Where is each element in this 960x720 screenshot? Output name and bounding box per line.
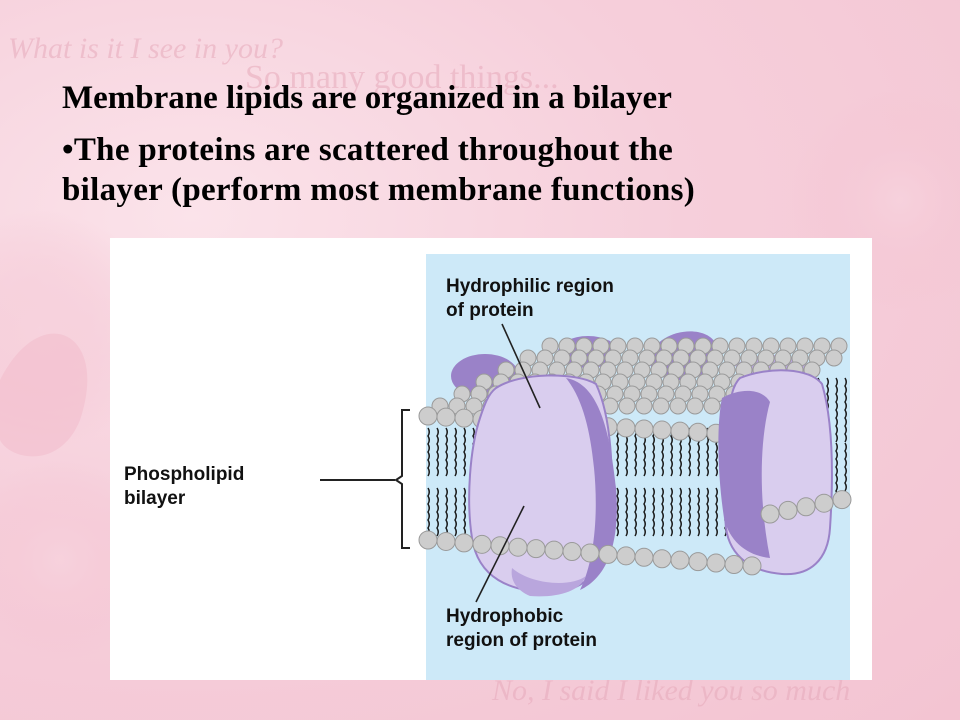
lipid-head <box>618 397 636 415</box>
lipid-head <box>544 540 564 560</box>
slide-text-block: Membrane lipids are organized in a bilay… <box>62 78 922 210</box>
lipid-head <box>436 531 456 551</box>
lipid-head <box>832 490 852 510</box>
lipid-tail <box>835 377 838 443</box>
lipid-head <box>616 418 636 438</box>
bilayer-bracket <box>394 409 410 549</box>
lipid-head <box>652 420 672 440</box>
lipid-tail <box>643 487 646 537</box>
lipid-head <box>703 397 721 415</box>
watermark-text-2: So many good things... <box>245 59 559 96</box>
lipid-head <box>454 533 474 553</box>
lipid-tail <box>652 487 655 537</box>
lipid-tail <box>670 427 673 477</box>
lipid-head <box>670 421 690 441</box>
lipid-head <box>670 550 690 570</box>
lipid-tail <box>436 427 439 477</box>
lipid-head <box>669 397 687 415</box>
lipid-tail <box>454 487 457 537</box>
lipid-heads-top-layer <box>418 337 848 444</box>
lipid-head <box>778 500 798 520</box>
lipid-heads-bottom-layer <box>418 490 852 576</box>
lipid-head <box>562 542 582 562</box>
lipid-tail <box>634 487 637 537</box>
lipid-head <box>652 397 670 415</box>
lipid-head <box>814 493 834 513</box>
lipid-tail <box>688 427 691 477</box>
lipid-head <box>508 537 528 557</box>
hydrophilic-label-line-1: Hydrophilic region <box>446 276 614 297</box>
lipid-tail <box>634 427 637 477</box>
lipid-tail <box>454 427 457 477</box>
lipid-head <box>526 539 546 559</box>
lipid-tail <box>706 487 709 537</box>
lipid-tail <box>661 487 664 537</box>
lipid-tail <box>679 487 682 537</box>
bullet-symbol: • <box>62 132 74 168</box>
lipid-tail <box>688 487 691 537</box>
lipid-tail <box>445 427 448 477</box>
lipid-tail <box>445 487 448 537</box>
lipid-head <box>634 547 654 567</box>
lipid-head <box>634 419 654 439</box>
lipid-tail <box>436 487 439 537</box>
lipid-head <box>598 544 618 564</box>
lipid-tail <box>427 487 430 537</box>
hydrophobic-label-line-2: region of protein <box>446 630 597 651</box>
bullet-item: •The proteins are scattered throughout t… <box>62 130 922 210</box>
lipid-tail <box>844 377 847 443</box>
membrane-figure: Hydrophilic region of protein Phospholip… <box>110 238 872 680</box>
lipid-head <box>652 549 672 569</box>
lipid-head <box>686 397 704 415</box>
lipid-head <box>580 543 600 563</box>
lipid-head <box>418 406 438 426</box>
hydrophilic-label-line-2: of protein <box>446 300 534 321</box>
lipid-tail <box>463 427 466 477</box>
lipid-tail <box>616 427 619 477</box>
slide-title: Membrane lipids are organized in a bilay… <box>62 80 672 116</box>
lipid-tail <box>625 487 628 537</box>
hydrophobic-pointer-line <box>475 505 525 603</box>
lipid-head <box>706 553 726 573</box>
lipid-head <box>760 504 780 524</box>
lipid-head <box>418 530 438 550</box>
lipid-head <box>465 397 483 415</box>
phospholipid-label-line-2: bilayer <box>124 488 186 509</box>
phospholipid-label-line-1: Phospholipid <box>124 464 244 485</box>
hydrophobic-label-line-1: Hydrophobic <box>446 606 564 627</box>
lipid-tail <box>616 487 619 537</box>
front-proteins <box>468 369 833 597</box>
bullet-text-line-2: bilayer (perform most membrane functions… <box>62 172 696 208</box>
bullet-text-line-1: The proteins are scattered throughout th… <box>73 132 674 168</box>
lipid-tail <box>670 487 673 537</box>
lipid-tail <box>715 487 718 537</box>
lipid-head <box>742 556 762 576</box>
membrane-diagram: Hydrophilic region of protein Phospholip… <box>124 254 852 680</box>
watermark-text-1: What is it I see in you? <box>8 32 283 65</box>
lipid-tail <box>652 427 655 477</box>
lipid-head <box>635 397 653 415</box>
lipid-tail <box>427 427 430 477</box>
lipid-head <box>490 536 510 556</box>
hydrophilic-pointer-line <box>501 323 541 409</box>
lipid-head <box>436 407 456 427</box>
lipid-tail <box>697 487 700 537</box>
lipid-head <box>724 554 744 574</box>
lipid-head <box>688 422 708 442</box>
lipid-head <box>796 497 816 517</box>
lipid-head <box>825 349 843 367</box>
lipid-head <box>688 552 708 572</box>
lipid-tail <box>463 487 466 537</box>
lipid-head <box>472 534 492 554</box>
lipid-head <box>454 408 474 428</box>
lipid-head <box>616 546 636 566</box>
